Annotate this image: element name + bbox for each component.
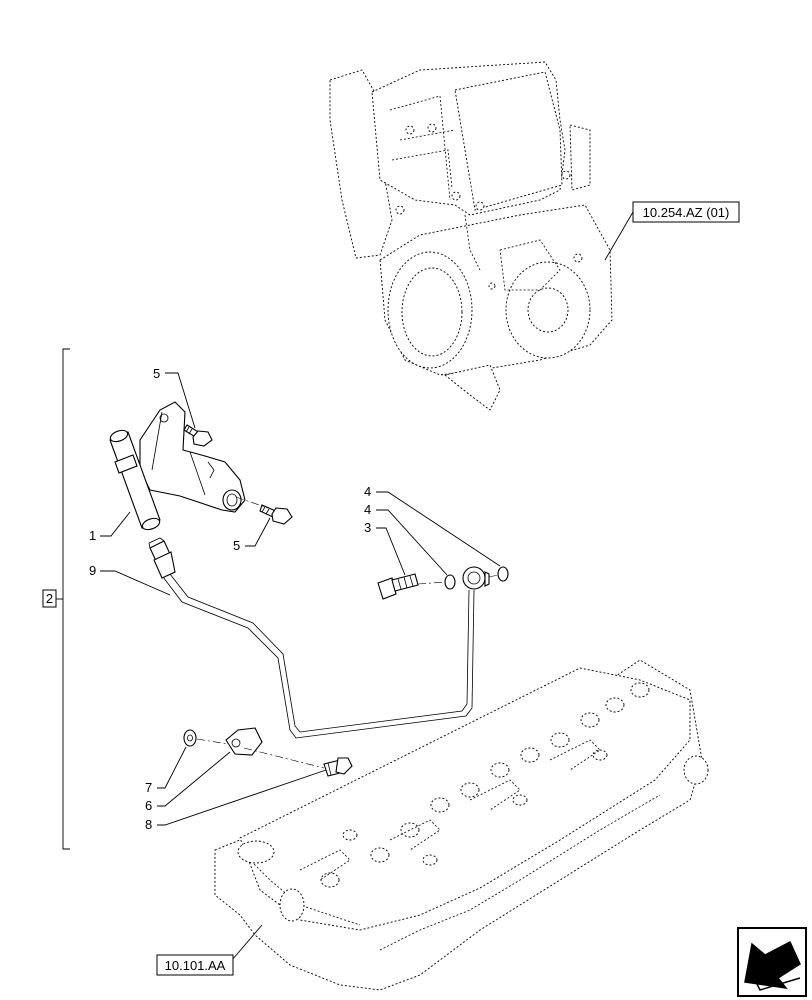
banjo-bolt bbox=[377, 573, 419, 600]
callout-3: 3 bbox=[364, 520, 371, 535]
callout-7: 7 bbox=[145, 780, 152, 795]
group-label: 2 bbox=[46, 591, 53, 606]
ref-label-bottom: 10.101.AA bbox=[165, 958, 226, 973]
callout-1: 1 bbox=[89, 528, 96, 543]
navigation-arrow-icon[interactable] bbox=[737, 927, 807, 997]
callout-5-lower: 5 bbox=[233, 538, 240, 553]
callout-9: 9 bbox=[89, 563, 96, 578]
throttle-body-assembly bbox=[329, 61, 613, 411]
callout-4-upper: 4 bbox=[364, 484, 371, 499]
bolt-lower bbox=[259, 504, 293, 525]
callout-6: 6 bbox=[145, 798, 152, 813]
clamp-group bbox=[183, 727, 353, 777]
seal-ring-b bbox=[497, 566, 509, 582]
callout-8: 8 bbox=[145, 817, 152, 832]
pipe-assembly bbox=[148, 537, 490, 739]
ref-label-top: 10.254.AZ (01) bbox=[643, 205, 730, 220]
cylinder-head-assembly bbox=[214, 659, 709, 991]
callout-4-lower: 4 bbox=[364, 502, 371, 517]
bolt-upper bbox=[183, 424, 213, 447]
callout-5-upper: 5 bbox=[153, 366, 160, 381]
ref-box-bottom[interactable]: 10.101.AA bbox=[156, 954, 234, 976]
seal-ring-a bbox=[444, 574, 456, 590]
group-box[interactable]: 2 bbox=[42, 589, 57, 608]
bracket-assembly bbox=[109, 401, 246, 531]
ref-box-top[interactable]: 10.254.AZ (01) bbox=[632, 201, 740, 223]
